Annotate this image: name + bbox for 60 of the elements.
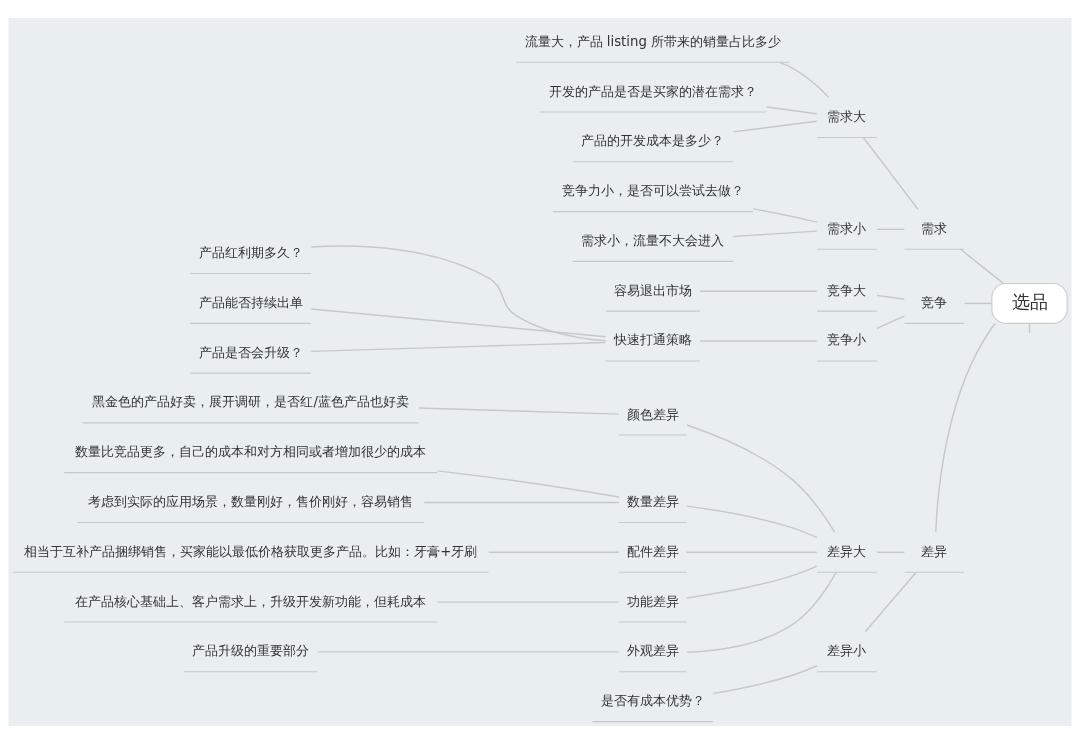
node-text: 竞争大 — [827, 282, 867, 298]
node-text: 需求小 — [827, 220, 867, 236]
node-text: 数量比竞品更多，自己的成本和对方相同或者增加很少的成本 — [75, 443, 427, 459]
connector — [779, 61, 830, 98]
node-text: 容易退出市场 — [613, 282, 692, 298]
node-text: 差异小 — [827, 642, 867, 658]
node-text: 数量差异 — [626, 493, 679, 509]
connector — [685, 571, 837, 653]
node-box: 选品 — [991, 282, 1068, 324]
node-text: 考虑到实际的应用场景，数量刚好，售价刚好，容易销售 — [88, 493, 414, 509]
node-text: 差异 — [921, 543, 948, 559]
connector — [436, 469, 620, 498]
node-text: 开发的产品是否是买家的潜在需求？ — [548, 83, 757, 99]
node-text: 配件差异 — [626, 543, 679, 559]
connector — [487, 551, 620, 553]
connector — [712, 664, 818, 694]
connector — [686, 423, 836, 533]
connector — [862, 136, 919, 210]
node-text: 黑金色的产品好卖，展开调研，是否红/蓝色产品也好卖 — [92, 393, 409, 409]
node-text: 差异大 — [827, 543, 867, 559]
node-text: 功能差异 — [626, 593, 679, 609]
node-text: 产品的开发成本是多少？ — [581, 132, 725, 148]
connector — [732, 120, 818, 133]
node-text: 产品红利期多久？ — [198, 244, 303, 260]
connector — [876, 294, 906, 300]
connector — [732, 229, 818, 237]
node-text: 需求小，流量不大会进入 — [581, 232, 725, 248]
connector — [876, 551, 906, 553]
connector — [685, 551, 818, 553]
connector — [876, 228, 906, 230]
node-text: 需求 — [921, 220, 948, 236]
node-text: 产品是否会升级？ — [198, 344, 303, 360]
node-text: 快速打通策略 — [613, 331, 692, 347]
connector — [423, 501, 620, 503]
node-text: 颜色差异 — [626, 406, 679, 422]
node-text: 产品升级的重要部分 — [192, 642, 310, 658]
node-text: 竞争小 — [827, 331, 867, 347]
node-text: 产品能否持续出单 — [198, 294, 303, 310]
connector — [963, 302, 993, 304]
connector — [959, 248, 1004, 284]
connector — [876, 314, 906, 329]
connector — [310, 307, 607, 337]
connector — [752, 207, 818, 223]
connector — [864, 571, 917, 632]
node-text: 相当于互补产品捆绑销售，买家能以最低价格获取更多产品。比如：牙膏+牙刷 — [24, 543, 478, 559]
connector — [686, 504, 818, 538]
node-text: 竞争 — [921, 294, 948, 310]
node-text: 需求大 — [827, 108, 867, 124]
connector — [310, 341, 607, 352]
connector — [935, 322, 997, 533]
connector — [686, 565, 818, 599]
node-text: 在产品核心基础上、客户需求上，升级开发新功能，但耗成本 — [75, 593, 427, 609]
node-text: 流量大，产品 listing 所带来的销量占比多少 — [524, 33, 782, 49]
connector — [765, 105, 818, 114]
connector — [418, 406, 620, 415]
node-text: 竞争力小，是否可以尝试去做？ — [561, 182, 744, 198]
connector — [310, 244, 607, 341]
connector — [699, 290, 818, 292]
node-text: 是否有成本优势？ — [600, 692, 705, 708]
node-text: 外观差异 — [626, 642, 679, 658]
